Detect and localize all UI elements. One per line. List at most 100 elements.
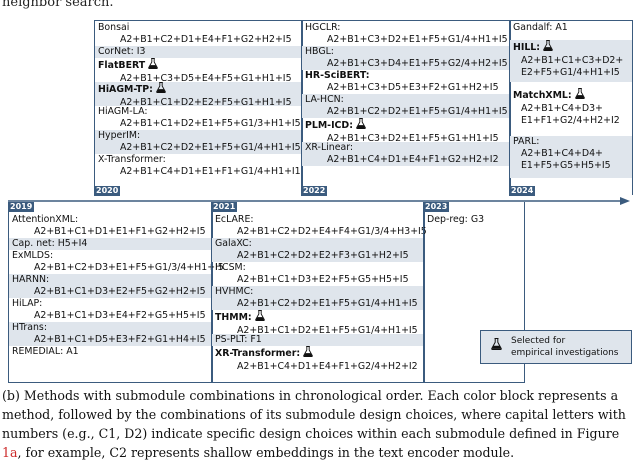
method-block: HARNN:A2+B1+C1+D3+E2+F5+G2+H2+I5 bbox=[9, 274, 212, 298]
flask-icon bbox=[543, 40, 553, 55]
method-name: REMEDIAL: A1 bbox=[12, 346, 79, 357]
method-combination: A2+B1+C1+D5+E3+F2+G1+H4+I5 bbox=[34, 334, 206, 345]
method-combination: A2+B1+C4+D1+E4+F1+G2/4+H2+I2 bbox=[237, 361, 418, 372]
method-combination: A2+B1+C1+D2+E2+F5+G1+H1+I5 bbox=[120, 97, 292, 108]
method-block: HGCLR:A2+B1+C3+D2+E1+F5+G1/4+H1+I5 bbox=[302, 22, 510, 46]
method-name: LA-HCN: bbox=[305, 94, 344, 105]
method-block: Gandalf: A1 bbox=[510, 22, 632, 34]
method-block: HyperIM:A2+B1+C2+D2+E1+F5+G1/4+H1+I5 bbox=[95, 130, 302, 154]
method-name: XR-Linear: bbox=[305, 142, 354, 153]
method-block: HTrans:A2+B1+C1+D5+E3+F2+G1+H4+I5 bbox=[9, 322, 212, 346]
method-block: Cap. net: H5+I4 bbox=[9, 238, 212, 250]
method-name: GalaXC: bbox=[215, 238, 252, 249]
method-block: HCSM:A2+B1+C1+D3+E2+F5+G5+H5+I5 bbox=[212, 262, 424, 286]
figure-caption: (b) Methods with submodule combinations … bbox=[2, 386, 638, 462]
method-combination: A2+B1+C4+D4+ bbox=[521, 148, 603, 159]
method-block: HiLAP:A2+B1+C1+D3+E4+F2+G5+H5+I5 bbox=[9, 298, 212, 322]
method-combination: A2+B1+C2+D2+E4+F4+G1/3/4+H3+I5 bbox=[237, 226, 427, 237]
method-block: LA-HCN:A2+B1+C2+D2+E1+F5+G1/4+H1+I5 bbox=[302, 94, 510, 118]
method-block: PARL:A2+B1+C4+D4+E1+F5+G5+H5+I5 bbox=[510, 136, 632, 178]
method-block: HILL:A2+B1+C1+C3+D2+E2+F5+G1/4+H1+I5 bbox=[510, 40, 632, 82]
method-name: Dep-reg: G3 bbox=[427, 214, 485, 225]
method-combination: A2+B1+C2+D2+E1+F5+G1/4+H1+I5 bbox=[237, 298, 418, 309]
method-block: XR-Transformer:A2+B1+C4+D1+E4+F1+G2/4+H2… bbox=[212, 346, 424, 372]
method-name: PARL: bbox=[513, 136, 540, 147]
timeline-arrow-icon bbox=[620, 197, 630, 205]
year-label-2024: 2024 bbox=[509, 186, 536, 196]
method-name: X-Transformer: bbox=[98, 154, 166, 165]
method-block: HBGL:A2+B1+C3+D4+E1+F5+G2/4+H2+I5 bbox=[302, 46, 510, 70]
method-combination: A2+B1+C1+D3+E2+F5+G2+H2+I5 bbox=[34, 286, 206, 297]
method-name: THMM: bbox=[215, 310, 421, 325]
method-block: PLM-ICD:A2+B1+C3+D2+E1+F5+G1+H1+I5 bbox=[302, 118, 510, 144]
method-name: HGCLR: bbox=[305, 22, 341, 33]
method-block: THMM:A2+B1+C1+D2+E1+F5+G1/4+H1+I5 bbox=[212, 310, 424, 336]
method-combination: A2+B1+C2+D2+E2+F3+G1+H2+I5 bbox=[237, 250, 409, 261]
timeline-column-2024: Gandalf: A1 HILL:A2+B1+C1+C3+D2+E2+F5+G1/… bbox=[509, 20, 633, 195]
method-combination: E1+F1+G2/4+H2+I2 bbox=[521, 115, 620, 126]
year-label-2019: 2019 bbox=[8, 202, 35, 212]
method-combination: A2+B1+C2+D1+E4+F1+G2+H2+I5 bbox=[120, 34, 292, 45]
flask-icon bbox=[148, 58, 158, 73]
method-name: Bonsai bbox=[98, 22, 130, 33]
method-name: MatchXML: bbox=[513, 88, 629, 103]
method-combination: A2+B1+C3+D2+E1+F5+G1+H1+I5 bbox=[327, 133, 499, 144]
method-name: HiAGM-TP: bbox=[98, 82, 299, 97]
method-combination: A2+B1+C2+D2+E1+F5+G1/4+H1+I5 bbox=[120, 142, 301, 153]
method-name: HyperIM: bbox=[98, 130, 141, 141]
method-block: PS-PLT: F1 bbox=[212, 334, 424, 346]
flask-icon bbox=[303, 346, 313, 361]
method-name: PLM-ICD: bbox=[305, 118, 507, 133]
method-combination: A2+B1+C1+C3+D2+ bbox=[521, 55, 624, 66]
method-block: X-Transformer:A2+B1+C4+D1+E1+F1+G1/4+H1+… bbox=[95, 154, 302, 178]
method-name: Gandalf: A1 bbox=[513, 22, 568, 33]
method-combination: E1+F5+G5+H5+I5 bbox=[521, 160, 611, 171]
legend-line: Selected for bbox=[511, 336, 566, 346]
method-name: HILL: bbox=[513, 40, 629, 55]
caption-text-after: , for example, C2 represents shallow emb… bbox=[17, 445, 515, 460]
method-combination: E2+F5+G1/4+H1+I5 bbox=[521, 67, 620, 78]
legend-box: Selected for empirical investigations bbox=[480, 330, 632, 364]
method-combination: A2+B1+C2+D3+E1+F5+G1/3/4+H1+I5 bbox=[34, 262, 224, 273]
method-combination: A2+B1+C4+D3+ bbox=[521, 103, 603, 114]
method-name: HR-SciBERT: bbox=[305, 70, 370, 81]
method-name: XR-Transformer: bbox=[215, 346, 421, 361]
flask-icon bbox=[156, 82, 166, 97]
method-block: REMEDIAL: A1 bbox=[9, 346, 212, 358]
method-name: HiAGM-LA: bbox=[98, 106, 148, 117]
method-block: XR-Linear:A2+B1+C4+D1+E4+F1+G2+H2+I2 bbox=[302, 142, 510, 166]
method-name: PS-PLT: F1 bbox=[215, 334, 262, 345]
top-text-fragment: neighbor search. bbox=[2, 0, 114, 10]
timeline-column-2023: Dep-reg: G3 bbox=[423, 202, 525, 383]
method-block: AttentionXML:A2+B1+C1+D1+E1+F1+G2+H2+I5 bbox=[9, 214, 212, 238]
method-name: HTrans: bbox=[12, 322, 47, 333]
flask-icon bbox=[254, 310, 265, 325]
method-block: HiAGM-LA:A2+B1+C1+D2+E1+F5+G1/3+H1+I5 bbox=[95, 106, 302, 130]
method-name: HVHMC: bbox=[215, 286, 254, 297]
method-block: HR-SciBERT:A2+B1+C3+D5+E3+F2+G1+H2+I5 bbox=[302, 70, 510, 94]
method-name: CorNet: I3 bbox=[98, 46, 146, 57]
method-block: HVHMC:A2+B1+C2+D2+E1+F5+G1/4+H1+I5 bbox=[212, 286, 424, 310]
method-combination: A2+B1+C1+D2+E1+F5+G1/4+H1+I5 bbox=[237, 325, 418, 336]
method-combination: A2+B1+C3+D2+E1+F5+G1/4+H1+I5 bbox=[327, 34, 508, 45]
year-label-2023: 2023 bbox=[423, 202, 450, 212]
method-name: EcLARE: bbox=[215, 214, 254, 225]
method-combination: A2+B1+C3+D5+E3+F2+G1+H2+I5 bbox=[327, 82, 499, 93]
method-name: HCSM: bbox=[215, 262, 246, 273]
figure-link[interactable]: 1a bbox=[2, 445, 18, 460]
method-name: Cap. net: H5+I4 bbox=[12, 238, 88, 249]
legend-line: empirical investigations bbox=[511, 348, 619, 358]
method-combination: A2+B1+C3+D4+E1+F5+G2/4+H2+I5 bbox=[327, 58, 508, 69]
method-name: HBGL: bbox=[305, 46, 334, 57]
method-combination: A2+B1+C4+D1+E1+F1+G1/4+H1+I1 bbox=[120, 166, 301, 177]
method-name: HARNN: bbox=[12, 274, 50, 285]
method-block: EcLARE:A2+B1+C2+D2+E4+F4+G1/3/4+H3+I5 bbox=[212, 214, 427, 238]
method-combination: A2+B1+C2+D2+E1+F5+G1/4+H1+I5 bbox=[327, 106, 508, 117]
flask-icon bbox=[574, 88, 585, 103]
flask-icon bbox=[491, 338, 502, 354]
method-combination: A2+B1+C1+D2+E1+F5+G1/3+H1+I5 bbox=[120, 118, 301, 129]
